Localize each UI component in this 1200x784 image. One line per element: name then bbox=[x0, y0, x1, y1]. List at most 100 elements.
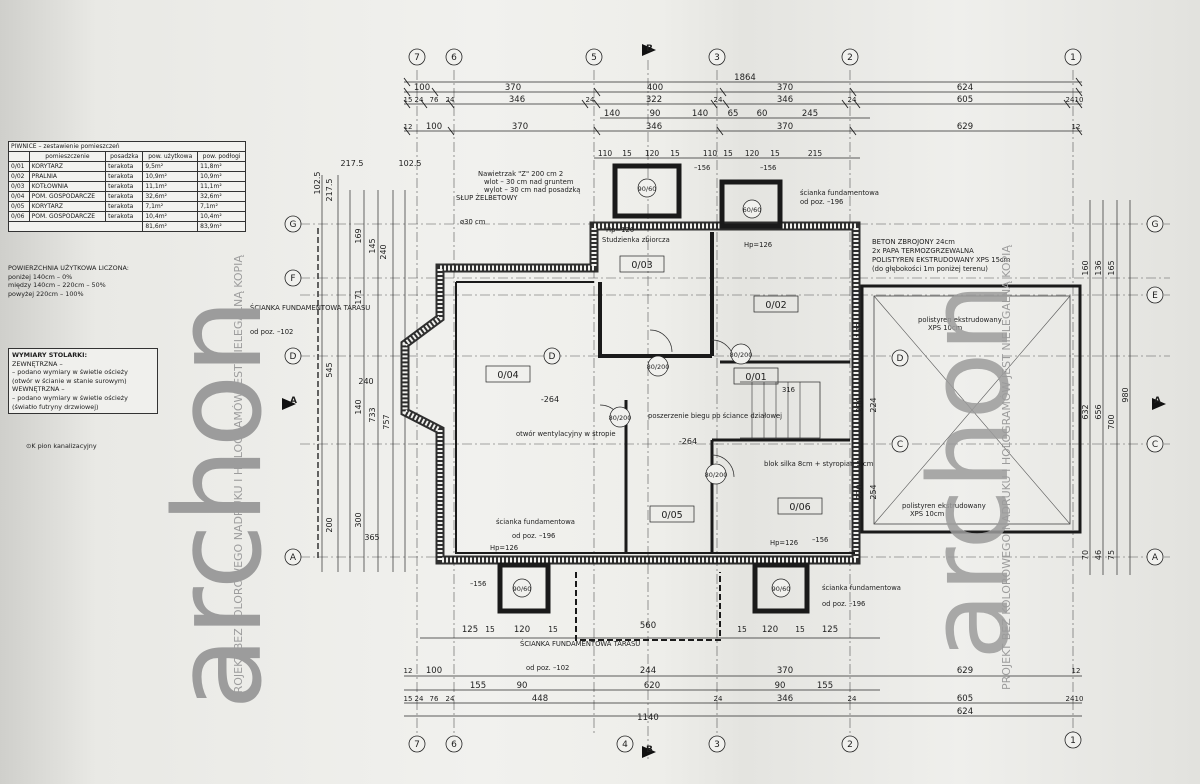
dim-right-j: 224 bbox=[869, 397, 878, 412]
dim-top5-d: 346 bbox=[646, 122, 662, 132]
top-dimension-lines bbox=[404, 81, 1082, 159]
axis-left-g: G bbox=[290, 220, 297, 230]
watermark-text-left: PROJEKT BEZ KOLOROWEGO NADRUKU I HOLOGRA… bbox=[232, 255, 245, 700]
note-vent-2: wlot – 30 cm nad gruntem bbox=[484, 178, 574, 186]
dim-bot1-b: 15 bbox=[485, 625, 495, 634]
dim-top6-i: 215 bbox=[808, 149, 823, 158]
dim-left-l: 365 bbox=[364, 533, 379, 542]
dim-top4-e: 60 bbox=[757, 109, 768, 119]
table-cell: 0/06 bbox=[8, 211, 30, 222]
table-cell: 10,9m² bbox=[197, 171, 246, 182]
note-terrace-wall: ŚCIANKA FUNDAMENTOWA TARASU bbox=[250, 303, 370, 312]
room-labels: 0/04 -264 0/03 0/02 0/01 0/05 -264 0/06 bbox=[485, 255, 823, 523]
dim-top2-c: 400 bbox=[647, 83, 663, 93]
note-xps-2b: XPS 10cm bbox=[910, 510, 945, 518]
dim-top6-e: 110 bbox=[703, 149, 718, 158]
dim-top6-h: 15 bbox=[770, 149, 780, 158]
dim-right-i: 200 bbox=[855, 397, 864, 412]
dim-right-h: 178 bbox=[855, 322, 864, 337]
dim-right-g: 980 bbox=[1121, 387, 1130, 402]
note-hp-1: Hp=126 bbox=[490, 544, 518, 552]
dim-bot5-b: 624 bbox=[957, 707, 973, 717]
dim-top4-a: 140 bbox=[604, 109, 620, 119]
section-right-a: A bbox=[1154, 396, 1161, 406]
dim-bot2-b: 100 bbox=[426, 666, 442, 676]
note-stair-widen: poszerzenie biegu po ściance działowej bbox=[648, 412, 782, 420]
window-note-box: WYMIARY STOLARKI: ZEWNĘTRZNA – – podano … bbox=[8, 348, 158, 415]
dim-bot1-d: 15 bbox=[548, 625, 558, 634]
dim-bot4-e: 448 bbox=[532, 694, 548, 704]
total-usable: 81,6m² bbox=[142, 221, 199, 232]
dim-bot4-f: 24 bbox=[714, 695, 723, 703]
dim-left-n: 240 bbox=[358, 377, 373, 386]
dim-top5-c: 370 bbox=[512, 122, 528, 132]
room-0-03: 0/03 bbox=[631, 260, 652, 271]
dim-bot4-i: 605 bbox=[957, 694, 973, 704]
dim-top6-b: 15 bbox=[622, 149, 632, 158]
dim-top2-a: 100 bbox=[414, 83, 430, 93]
door-80-200-a: 80/200 bbox=[609, 414, 632, 422]
table-cell bbox=[7, 221, 144, 232]
axis-top-2: 2 bbox=[847, 53, 853, 63]
dim-top2-b: 370 bbox=[505, 83, 521, 93]
room-0-05-level: -264 bbox=[679, 437, 697, 446]
dim-top3-e: 346 bbox=[509, 95, 525, 105]
dim-bot4-c: 76 bbox=[430, 695, 439, 703]
dim-bot1-a: 125 bbox=[462, 625, 478, 635]
surface-note-title: POWIERZCHNIA UŻYTKOWA LICZONA: bbox=[8, 264, 129, 272]
dim-bot4-d: 24 bbox=[446, 695, 455, 703]
dim-right-o: 75 bbox=[1107, 550, 1116, 560]
table-cell: 32,6m² bbox=[142, 191, 199, 202]
table-total-row: 81,6m² 83,9m² bbox=[7, 221, 246, 232]
table-cell: 9,5m² bbox=[142, 161, 199, 172]
table-cell: 0/02 bbox=[8, 171, 30, 182]
table-cell: PRALNIA bbox=[28, 171, 107, 182]
table-cell: 0/03 bbox=[8, 181, 30, 192]
dim-left-m: 200 bbox=[325, 517, 334, 532]
dim-bot3-d: 90 bbox=[775, 681, 786, 691]
dim-top4-d: 65 bbox=[728, 109, 739, 119]
note-found-1: ścianka fundamentowa bbox=[496, 518, 575, 526]
note-terrace-wall-2: ŚCIANKA FUNDAMENTOWA TARASU bbox=[520, 639, 640, 648]
note-vent-hole: otwór wentylacyjny w stropie bbox=[516, 430, 616, 438]
window-note-ext: ZEWNĘTRZNA – bbox=[12, 359, 63, 368]
note-terrace-wall-level: od poz. –102 bbox=[250, 328, 293, 336]
table-cell: 11,8m² bbox=[197, 161, 246, 172]
axis-inner-d2: D bbox=[897, 354, 904, 364]
room-0-04-level: -264 bbox=[541, 395, 559, 404]
dim-top3-c: 76 bbox=[430, 96, 439, 104]
dim-top6-d: 15 bbox=[670, 149, 680, 158]
note-terrace-wall-2-level: od poz. –102 bbox=[526, 664, 569, 672]
note-xps-1b: XPS 10cm bbox=[928, 324, 963, 332]
dim-top5-a: 12 bbox=[404, 123, 413, 131]
bottom-dimension-lines bbox=[404, 637, 1082, 717]
dim-left-h: 140 bbox=[354, 399, 363, 414]
dim-top3-b: 24 bbox=[415, 96, 424, 104]
dim-top6-g: 120 bbox=[745, 149, 760, 158]
dim-bot1-c: 120 bbox=[514, 625, 530, 635]
dim-bot2-c: 244 bbox=[640, 666, 656, 676]
axis-inner-c: C bbox=[897, 440, 903, 450]
dim-left-b: 217.5 bbox=[325, 179, 334, 202]
door-80-200-b: 80/200 bbox=[705, 471, 728, 479]
table-cell: 0/05 bbox=[8, 201, 30, 212]
table-cell: terakota bbox=[105, 181, 144, 192]
window-90-60-c: 90/60 bbox=[772, 585, 791, 593]
section-top-b: B bbox=[646, 44, 653, 54]
dim-left-c: 169 bbox=[354, 228, 363, 243]
window-note-int: WEWNĘTRZNA – bbox=[12, 385, 65, 394]
note-xps-2: polistyren ekstrudowany bbox=[902, 502, 986, 510]
table-header-0 bbox=[8, 151, 30, 162]
dim-right-l: 254 bbox=[869, 484, 878, 499]
watermark-logo-left: archon bbox=[150, 298, 289, 710]
room-0-01: 0/01 bbox=[745, 372, 766, 383]
axis-top-5: 5 bbox=[591, 53, 597, 63]
dim-bot1-i: 125 bbox=[822, 625, 838, 635]
note-concrete: BETON ZBROJONY 24cm bbox=[872, 238, 955, 246]
table-cell: 10,4m² bbox=[142, 211, 199, 222]
surface-note: POWIERZCHNIA UŻYTKOWA LICZONA: poniżej 1… bbox=[8, 264, 129, 298]
